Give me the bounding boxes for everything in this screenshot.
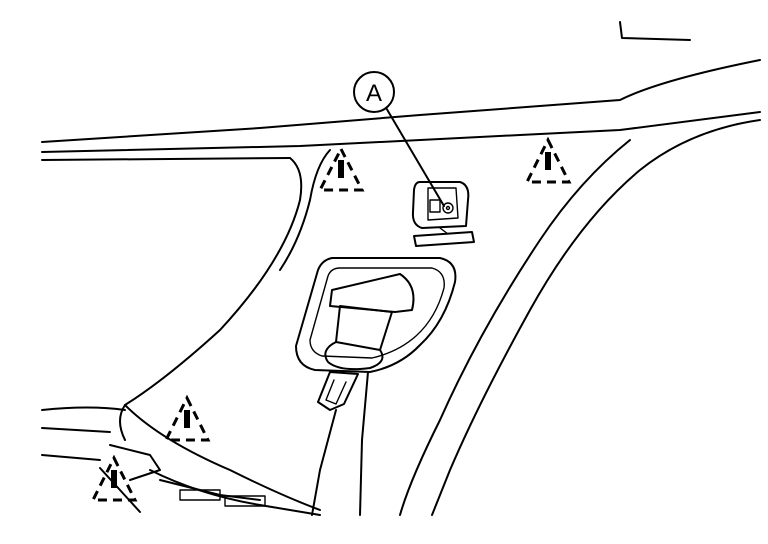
pillar-trim-panel	[41, 149, 331, 511]
lower-trim-pieces	[99, 444, 321, 516]
seat-belt-guide	[295, 257, 457, 516]
callout-circle	[353, 71, 395, 113]
marker-triangle	[90, 454, 138, 502]
headliner-outline	[41, 21, 761, 161]
callout-a: A	[353, 71, 445, 207]
bracket-component	[411, 181, 475, 247]
dashed-triangle-markers	[90, 136, 572, 502]
marker-triangle	[524, 136, 572, 184]
quarter-window-edge	[399, 119, 761, 516]
callout-label: A	[366, 80, 382, 107]
marker-triangle	[317, 145, 365, 192]
leader-line	[384, 105, 445, 207]
marker-triangle	[163, 394, 211, 442]
